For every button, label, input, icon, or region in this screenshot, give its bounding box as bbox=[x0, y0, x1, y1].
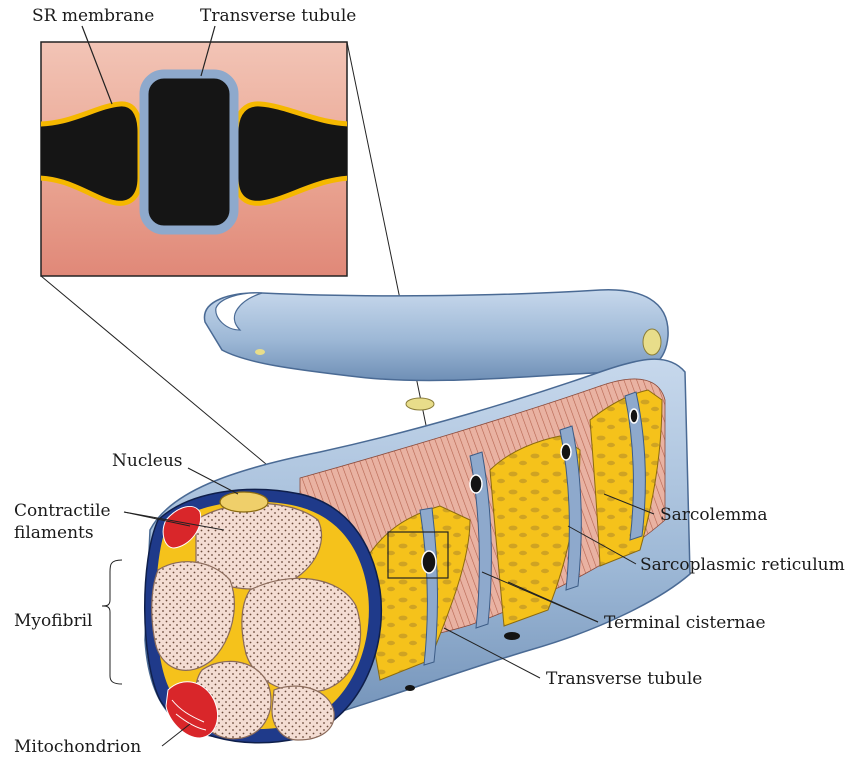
label-transverse-tubule-top: Transverse tubule bbox=[200, 7, 356, 26]
label-myofibril: Myofibril bbox=[14, 612, 92, 631]
label-mitochondrion: Mitochondrion bbox=[14, 738, 141, 757]
label-transverse-tubule-bottom: Transverse tubule bbox=[546, 670, 702, 689]
label-sarcoplasmic-reticulum: Sarcoplasmic reticulum bbox=[640, 556, 845, 575]
inset-panel bbox=[30, 26, 360, 276]
label-sr-membrane: SR membrane bbox=[32, 7, 154, 26]
label-terminal-cisternae: Terminal cisternae bbox=[604, 614, 766, 633]
label-nucleus: Nucleus bbox=[112, 452, 183, 471]
label-contractile-filaments: Contractile filaments bbox=[14, 500, 126, 544]
label-sarcolemma: Sarcolemma bbox=[660, 506, 768, 525]
sarcolemma-flap bbox=[204, 290, 668, 381]
nucleus bbox=[220, 492, 268, 512]
t-tubule-inset bbox=[144, 74, 234, 230]
